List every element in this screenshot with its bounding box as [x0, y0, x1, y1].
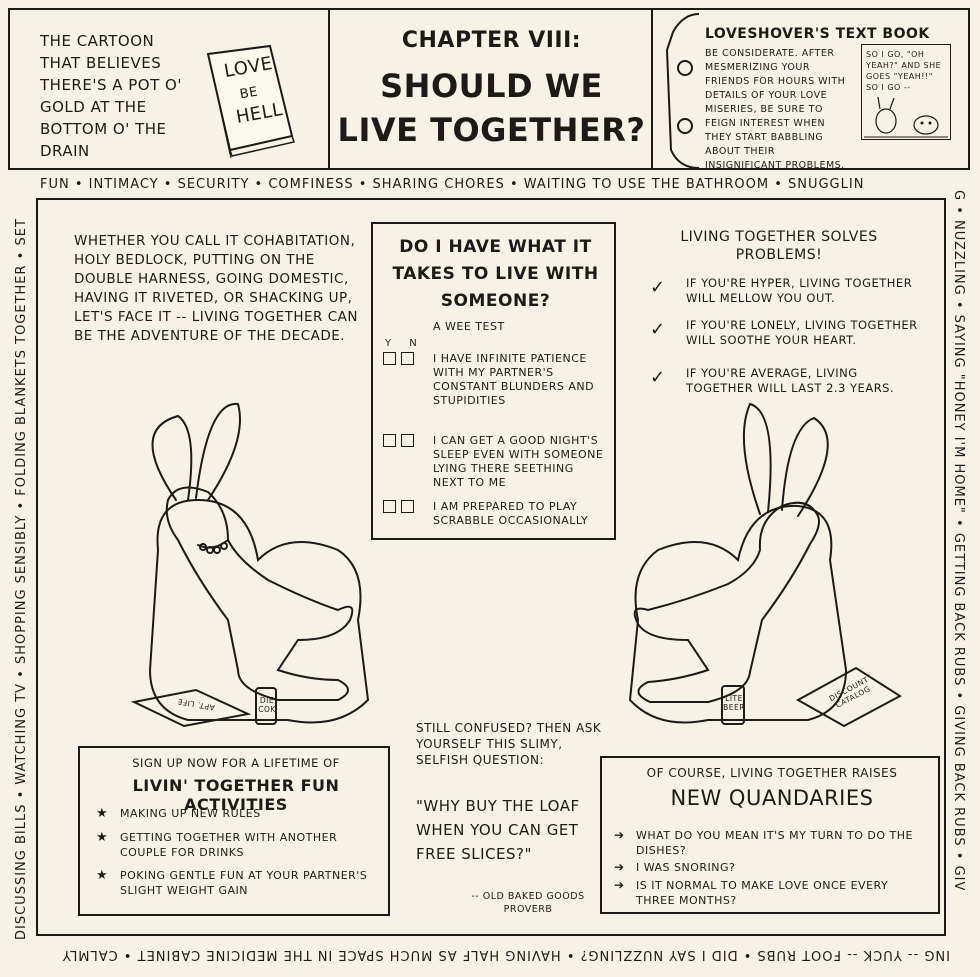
star-icon: ★	[96, 806, 109, 821]
solves-title: LIVING TOGETHER SOLVES PROBLEMS!	[680, 229, 878, 263]
mini-comic-panel: SO I GO, "OH YEAH?" AND SHE GOES "YEAH!!…	[861, 44, 951, 140]
right-can-label: LITE BEER	[723, 694, 745, 712]
quiz-box: DO I HAVE WHAT IT TAKES TO LIVE WITH SOM…	[371, 222, 616, 540]
left-rabbit-body	[165, 486, 354, 701]
confused-text: STILL CONFUSED? THEN ASK YOURSELF THIS S…	[416, 721, 602, 767]
quiz-title: DO I HAVE WHAT IT TAKES TO LIVE WITH SOM…	[392, 237, 599, 311]
border-text-left: DISCUSSING BILLS • WATCHING TV • SHOPPIN…	[14, 218, 29, 940]
fun-item-text: MAKING UP NEW RULES	[120, 807, 261, 820]
arrow-right-icon: ➔	[614, 828, 625, 842]
fun-header: SIGN UP NOW FOR A LIFETIME OF	[132, 756, 340, 770]
quiz-question: I HAVE INFINITE PATIENCE WITH MY PARTNER…	[383, 352, 608, 407]
binder-hole-icon	[677, 118, 693, 134]
no-checkbox[interactable]	[401, 434, 414, 447]
book-drawing	[206, 44, 295, 159]
book-title-line-2: BE	[238, 84, 260, 103]
header-tagline-panel: THE CARTOON THAT BELIEVES THERE'S A POT …	[8, 8, 330, 170]
quandaries-header: OF COURSE, LIVING TOGETHER RAISES	[646, 766, 898, 780]
left-rabbit-ears	[151, 402, 241, 501]
right-armchair	[628, 504, 848, 724]
rabbit-couple-illustration	[130, 402, 902, 728]
quiz-yes-label: Y	[385, 338, 392, 349]
quiz-question: I CAN GET A GOOD NIGHT'S SLEEP EVEN WITH…	[383, 434, 608, 489]
fun-item-text: GETTING TOGETHER WITH ANOTHER COUPLE FOR…	[120, 831, 338, 859]
quandaries-box: OF COURSE, LIVING TOGETHER RAISES NEW QU…	[600, 756, 940, 914]
right-rabbit-body	[633, 501, 820, 703]
quiz-column-labels: Y N	[385, 338, 417, 349]
main-panel: DIE COK LITE BEER APT. LIFE DISCOUNT CAT…	[36, 198, 946, 936]
quandary-item-text: IS IT NORMAL TO MAKE LOVE ONCE EVERY THR…	[636, 879, 889, 907]
header-chapter-panel: CHAPTER VIII: SHOULD WE LIVE TOGETHER?	[330, 8, 653, 170]
intro-text: WHETHER YOU CALL IT COHABITATION, HOLY B…	[74, 233, 358, 344]
yes-checkbox[interactable]	[383, 500, 396, 513]
border-text-bottom: ING -- YUCK -- FOOT RUBS • DID I SAY NUZ…	[61, 947, 950, 962]
quiz-subtitle: A WEE TEST	[433, 320, 505, 333]
arrow-right-icon: ➔	[614, 860, 625, 874]
quandaries-title: NEW QUANDARIES	[670, 786, 874, 810]
no-checkbox[interactable]	[401, 352, 414, 365]
chapter-title-line-2: LIVE TOGETHER?	[337, 111, 646, 149]
right-magazine	[795, 666, 902, 728]
textbook-panel: LOVESHOVER'S TEXT BOOK BE CONSIDERATE. A…	[653, 8, 970, 171]
right-drink-can	[721, 685, 745, 725]
solves-item-text: IF YOU'RE HYPER, LIVING TOGETHER WILL ME…	[686, 276, 913, 305]
quiz-question-text: I CAN GET A GOOD NIGHT'S SLEEP EVEN WITH…	[433, 434, 604, 489]
fun-item-text: POKING GENTLE FUN AT YOUR PARTNER'S SLIG…	[120, 869, 368, 897]
left-armchair	[148, 498, 370, 724]
chapter-title-line-1: SHOULD WE	[380, 67, 603, 105]
quandary-item-text: I WAS SNORING?	[636, 861, 736, 874]
proverb-attribution: -- OLD BAKED GOODS PROVERB	[471, 891, 585, 915]
quiz-question-text: I HAVE INFINITE PATIENCE WITH MY PARTNER…	[433, 352, 595, 407]
left-can-label: DIE COK	[258, 696, 276, 714]
checkmark-icon: ✓	[650, 367, 666, 388]
border-text-top: FUN • INTIMACY • SECURITY • COMFINESS • …	[40, 177, 865, 192]
yes-checkbox[interactable]	[383, 352, 396, 365]
mini-comic-characters	[864, 96, 948, 138]
yes-checkbox[interactable]	[383, 434, 396, 447]
quiz-no-label: N	[409, 338, 418, 349]
textbook-text: BE CONSIDERATE. AFTER MESMERIZING YOUR F…	[705, 48, 846, 171]
quiz-question-text: I AM PREPARED TO PLAY SCRABBLE OCCASIONA…	[433, 500, 589, 527]
book-illustration: LOVE BE HELL	[200, 40, 300, 160]
tagline: THE CARTOON THAT BELIEVES THERE'S A POT …	[40, 32, 182, 160]
star-icon: ★	[96, 868, 109, 883]
left-magazine	[130, 688, 252, 728]
proverb-quote: "WHY BUY THE LOAF WHEN YOU CAN GET FREE …	[416, 797, 580, 863]
solves-item-text: IF YOU'RE AVERAGE, LIVING TOGETHER WILL …	[686, 366, 895, 395]
no-checkbox[interactable]	[401, 500, 414, 513]
solves-item-text: IF YOU'RE LONELY, LIVING TOGETHER WILL S…	[686, 318, 918, 347]
left-drink-can	[255, 687, 277, 725]
checkmark-icon: ✓	[650, 277, 666, 298]
right-rabbit-ears	[742, 402, 829, 517]
mini-comic-speech: SO I GO, "OH YEAH?" AND SHE GOES "YEAH!!…	[866, 50, 942, 92]
fun-title: LIVIN' TOGETHER FUN ACTIVITIES	[132, 776, 340, 814]
checkmark-icon: ✓	[650, 319, 666, 340]
border-text-right: G • NUZZLING • SAYING "HONEY I'M HOME" •…	[951, 190, 966, 892]
textbook-title: LOVESHOVER'S TEXT BOOK	[705, 26, 930, 42]
quandary-item-text: WHAT DO YOU MEAN IT'S MY TURN TO DO THE …	[636, 829, 913, 857]
quiz-question: I AM PREPARED TO PLAY SCRABBLE OCCASIONA…	[383, 500, 608, 527]
fun-activities-box: SIGN UP NOW FOR A LIFETIME OF LIVIN' TOG…	[78, 746, 390, 916]
star-icon: ★	[96, 830, 109, 845]
arrow-right-icon: ➔	[614, 878, 625, 892]
binder-hole-icon	[677, 60, 693, 76]
notebook-edge	[665, 13, 700, 169]
chapter-label: CHAPTER VIII:	[401, 28, 582, 53]
